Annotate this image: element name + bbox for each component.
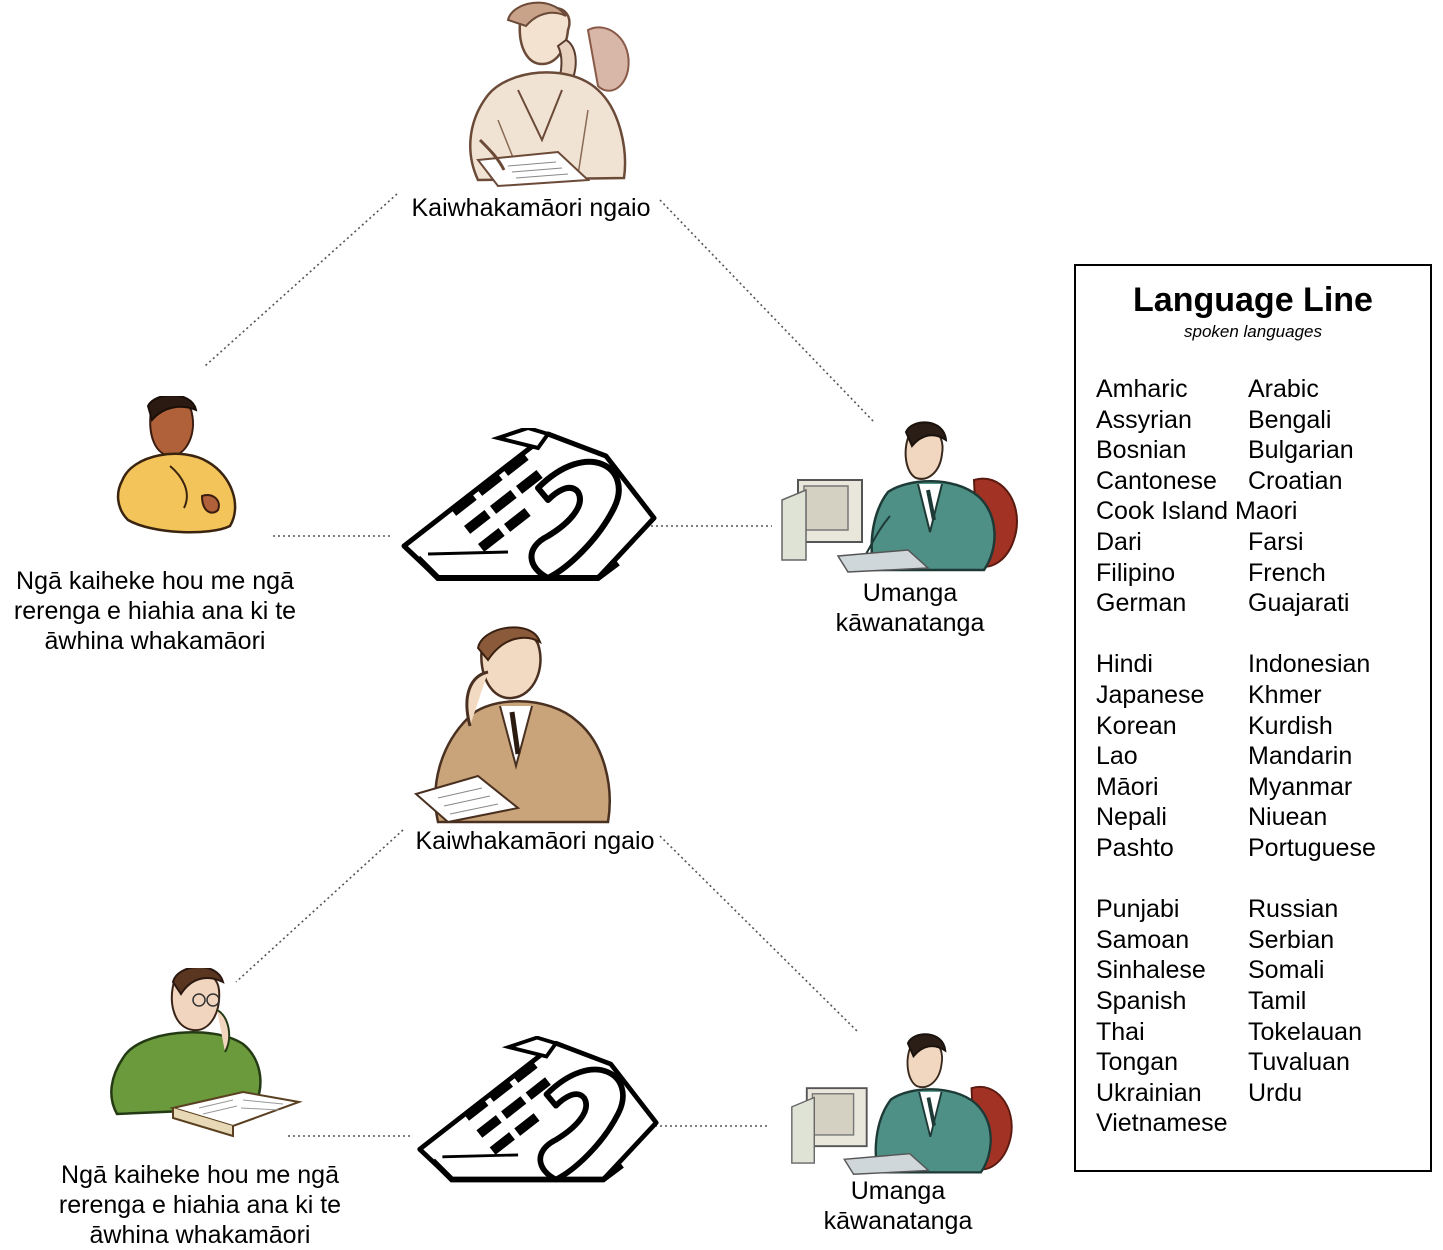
language-item: Samoan (1096, 926, 1190, 954)
language-item: Sinhalese (1096, 956, 1206, 984)
client-label: Ngā kaiheke hou me ngā rerenga e hiahia … (30, 1160, 370, 1250)
language-item: Portuguese (1248, 834, 1376, 862)
language-item: Khmer (1248, 681, 1322, 709)
language-item: Dari (1096, 528, 1142, 556)
language-item: Guajarati (1248, 589, 1350, 617)
agency-label-line: Umanga (862, 579, 958, 607)
female-interpreter-illustration (469, 1, 630, 188)
language-item: Urdu (1248, 1079, 1303, 1107)
male-interpreter-illustration (413, 626, 611, 824)
language-item: Cantonese (1096, 467, 1217, 495)
migrant-reader-illustration (110, 968, 303, 1138)
language-item: Amharic (1096, 375, 1188, 403)
client-label-line: rerenga e hiahia ana ki te (13, 597, 297, 625)
language-item: Thai (1096, 1018, 1145, 1046)
language-item: Bulgarian (1248, 436, 1354, 464)
language-item: Pashto (1096, 834, 1174, 862)
language-item: Japanese (1096, 681, 1205, 709)
language-item: Lao (1096, 742, 1138, 770)
telephone-icon (401, 428, 657, 581)
connector-line (204, 193, 398, 367)
language-line-panel: Language Line spoken languages Amharic Ar… (1074, 264, 1432, 1172)
language-item: Ukrainian (1096, 1079, 1202, 1107)
government-agency-worker-illustration (781, 421, 1018, 573)
language-item: German (1096, 589, 1187, 617)
client-label-line: Ngā kaiheke hou me ngā (16, 567, 294, 595)
language-item: French (1248, 559, 1326, 587)
language-item: Indonesian (1248, 650, 1371, 678)
language-item: Serbian (1248, 926, 1335, 954)
language-item: Somali (1248, 956, 1325, 984)
language-item: Bosnian (1096, 436, 1187, 464)
language-item: Vietnamese (1096, 1109, 1228, 1137)
language-item: Tuvaluan (1248, 1048, 1350, 1076)
agency-label-line: kāwanatanga (823, 1207, 973, 1235)
agency-label: Umanga kāwanatanga (822, 578, 998, 638)
agency-label-line: kāwanatanga (835, 609, 985, 637)
language-item: Myanmar (1248, 773, 1353, 801)
client-label-line: āwhina whakamāori (89, 1221, 311, 1249)
client-label-line: rerenga e hiahia ana ki te (58, 1191, 342, 1219)
language-item: Tamil (1248, 987, 1307, 1015)
government-agency-worker-illustration (791, 1033, 1013, 1175)
language-item: Russian (1248, 895, 1339, 923)
migrant-caller-illustration (116, 396, 237, 534)
language-item: Māori (1096, 773, 1159, 801)
language-item: Kurdish (1248, 712, 1333, 740)
client-label-line: āwhina whakamāori (44, 627, 266, 655)
language-item: Tokelauan (1248, 1018, 1362, 1046)
language-item: Farsi (1248, 528, 1304, 556)
client-label: Ngā kaiheke hou me ngā rerenga e hiahia … (0, 566, 310, 656)
language-item: Punjabi (1096, 895, 1180, 923)
language-line-subtitle: spoken languages (1183, 322, 1322, 341)
language-item: Assyrian (1096, 406, 1192, 434)
language-item: Niuean (1248, 803, 1328, 831)
translator-label: Kaiwhakamāori ngaio (411, 194, 651, 222)
language-item: Croatian (1248, 467, 1343, 495)
connector-line (659, 199, 875, 423)
client-label-line: Ngā kaiheke hou me ngā (61, 1161, 339, 1189)
language-item: Mandarin (1248, 742, 1353, 770)
language-item: Spanish (1096, 987, 1187, 1015)
language-item: Korean (1096, 712, 1177, 740)
agency-label-line: Umanga (850, 1177, 946, 1205)
language-item: Bengali (1248, 406, 1332, 434)
translator-label: Kaiwhakamāori ngaio (415, 827, 655, 855)
telephone-icon (417, 1036, 659, 1183)
language-item: Tongan (1096, 1048, 1179, 1076)
language-item: Nepali (1096, 803, 1167, 831)
agency-label: Umanga kāwanatanga (810, 1176, 986, 1236)
language-item: Cook Island Maori (1096, 497, 1298, 525)
language-item: Filipino (1096, 559, 1176, 587)
connector-line (235, 829, 404, 983)
language-line-title: Language Line (1133, 281, 1373, 319)
language-item: Hindi (1096, 650, 1153, 678)
language-item: Arabic (1248, 375, 1319, 403)
connector-line (659, 835, 859, 1033)
